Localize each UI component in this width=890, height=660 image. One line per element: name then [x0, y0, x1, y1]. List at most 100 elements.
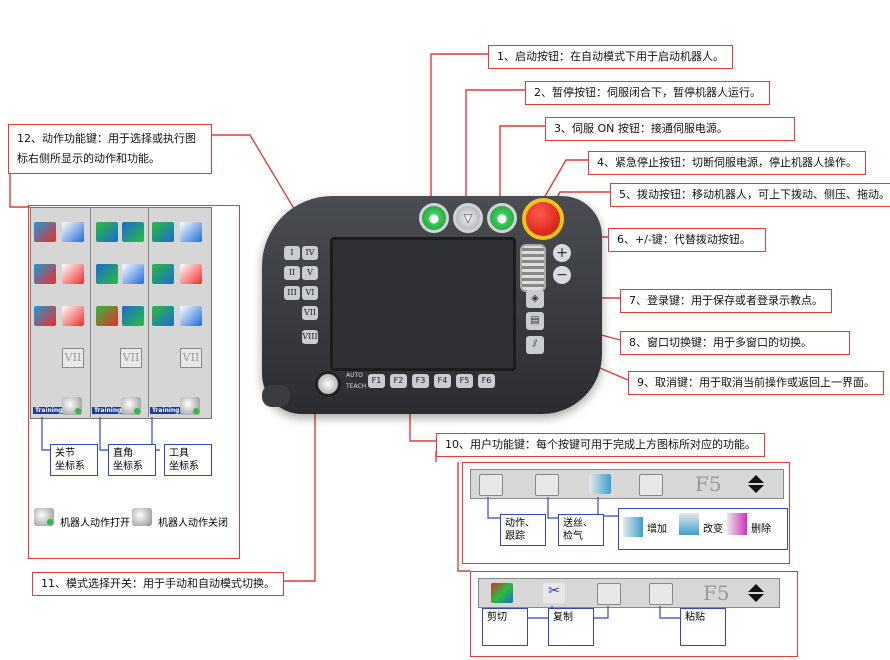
roman-key-2[interactable]: II: [284, 266, 300, 280]
cart-y-icon[interactable]: [122, 222, 144, 242]
pendant-screen: [330, 237, 516, 371]
user-function-toolbar-1: F5: [470, 469, 784, 499]
cart-z-icon[interactable]: [96, 264, 118, 284]
callout-9: 9、取消键：用于取消当前操作或返回上一界面。: [628, 371, 884, 395]
copy-icon[interactable]: [597, 583, 621, 605]
training-badge-3: Training: [150, 407, 182, 414]
roman-key-1[interactable]: I: [284, 246, 300, 260]
cable-connector: [262, 385, 290, 407]
edit-icon[interactable]: [589, 474, 611, 494]
hold-button[interactable]: ▽: [453, 203, 483, 233]
copy-label: 复制: [548, 608, 594, 646]
auto-label: AUTO: [346, 372, 363, 379]
wire-gas-icon[interactable]: [535, 474, 559, 496]
action-key-frame: [28, 205, 240, 559]
out-icon[interactable]: [639, 474, 663, 496]
change-icon[interactable]: [679, 513, 699, 535]
change-label: 改变: [703, 524, 723, 535]
roman-key-4[interactable]: IV: [302, 246, 318, 260]
roman-key-6[interactable]: VI: [302, 286, 318, 300]
callout-11: 11、模式选择开关：用于手动和自动模式切换。: [32, 572, 284, 596]
robot-off-icon: [132, 508, 152, 526]
tool-y-icon[interactable]: [180, 222, 202, 242]
cancel-key[interactable]: ⫽: [526, 336, 544, 354]
roman-key-7[interactable]: VII: [302, 306, 318, 320]
toolbar1-frame: [462, 462, 790, 564]
plus-minus-keys: + −: [553, 244, 573, 284]
callout-5: 5、拨动按钮：移动机器人，可上下拨动、侧压、拖动。: [610, 183, 890, 207]
edit-operations-box: 增加 改变 删除: [618, 508, 788, 550]
roman-key-3[interactable]: III: [284, 286, 300, 300]
servo-on-button[interactable]: ●: [487, 203, 517, 233]
callout-2: 2、暂停按钮：伺服闭合下，暂停机器人运行。: [525, 81, 770, 105]
motion-track-icon[interactable]: [479, 474, 503, 496]
training-badge-1: Training: [33, 407, 65, 414]
joint-l-icon[interactable]: [62, 222, 84, 242]
callout-6: 6、+/-键：代替拨动按钮。: [608, 228, 766, 252]
callout-3: 3、伺服 ON 按钮：接通伺服电源。: [545, 117, 795, 141]
scroll-up-down-icon-2[interactable]: [747, 583, 765, 603]
callout-4: 4、紧急停止按钮：切断伺服电源，停止机器人操作。: [588, 151, 866, 175]
robot-icon-2: [121, 397, 141, 415]
robot-icon-3: [180, 397, 200, 415]
callout-1: 1、启动按钮：在自动模式下用于启动机器人。: [488, 45, 733, 69]
tool-rz-icon[interactable]: [180, 306, 202, 326]
roman-key-5[interactable]: V: [302, 266, 318, 280]
f4-key[interactable]: F4: [434, 374, 451, 388]
vii-key-joint[interactable]: VII: [62, 348, 84, 368]
tool-z-icon[interactable]: [152, 264, 174, 284]
robot-icon-1: [62, 397, 82, 415]
delete-icon[interactable]: [727, 513, 747, 535]
f6-key[interactable]: F6: [478, 374, 495, 388]
cart-rz-icon[interactable]: [122, 306, 144, 326]
joint-frame-label: 关节 坐标系: [50, 444, 98, 476]
minus-key[interactable]: −: [553, 266, 571, 284]
scissors-icon[interactable]: ✂: [543, 583, 565, 603]
robot-on-label: 机器人动作打开: [60, 518, 130, 529]
jog-dial[interactable]: [520, 244, 546, 292]
start-button[interactable]: ●: [419, 203, 449, 233]
joint-t-icon[interactable]: [62, 306, 84, 326]
add-icon[interactable]: [623, 517, 643, 537]
tool-ry-icon[interactable]: [152, 306, 174, 326]
callout-10: 10、用户功能键：每个按键可用于完成上方图标所对应的功能。: [436, 433, 765, 457]
callout-7: 7、登录键：用于保存或者登录示教点。: [620, 289, 832, 313]
tool-frame-label: 工具 坐标系: [164, 444, 212, 476]
roman-key-8[interactable]: VIII: [302, 330, 318, 344]
joint-u-icon[interactable]: [34, 264, 56, 284]
joint-r-icon[interactable]: [62, 264, 84, 284]
user-function-toolbar-2: ✂ F5: [478, 578, 780, 608]
callout-12: 12、动作功能键：用于选择或执行图标右侧所显示的动作和功能。: [8, 124, 212, 174]
f1-key[interactable]: F1: [368, 374, 385, 388]
mode-select-switch[interactable]: [315, 371, 341, 397]
robot-off-label: 机器人动作关闭: [158, 518, 228, 529]
training-badge-2: Training: [92, 407, 124, 414]
select-icon[interactable]: [491, 583, 513, 603]
tool-rx-icon[interactable]: [180, 264, 202, 284]
f3-key[interactable]: F3: [412, 374, 429, 388]
f2-key[interactable]: F2: [390, 374, 407, 388]
scroll-up-down-icon[interactable]: [747, 474, 765, 494]
cart-rx-icon[interactable]: [122, 264, 144, 284]
cartesian-frame-label: 直角 坐标系: [108, 444, 156, 476]
tool-x-icon[interactable]: [152, 222, 174, 242]
cart-x-icon[interactable]: [96, 222, 118, 242]
cut-label: 剪切: [482, 608, 528, 646]
plus-key[interactable]: +: [553, 244, 571, 262]
cart-ry-icon[interactable]: [96, 306, 118, 326]
joint-b-icon[interactable]: [34, 306, 56, 326]
vii-key-tool[interactable]: VII: [180, 348, 202, 368]
paste-label: 粘贴: [680, 608, 726, 646]
paste-icon[interactable]: [649, 583, 673, 605]
emergency-stop-button[interactable]: [522, 198, 564, 240]
add-label: 增加: [647, 524, 667, 535]
window-switch-key[interactable]: ▤: [526, 312, 544, 330]
f5-key[interactable]: F5: [456, 374, 473, 388]
login-key[interactable]: ◈: [526, 290, 544, 308]
panel-divider-2: [148, 207, 149, 417]
toolbar2-frame: [470, 571, 798, 657]
f5-placeholder: F5: [695, 472, 722, 496]
joint-s-icon[interactable]: [34, 222, 56, 242]
callout-8: 8、窗口切换键：用于多窗口的切换。: [620, 331, 850, 355]
vii-key-cart[interactable]: VII: [120, 348, 142, 368]
